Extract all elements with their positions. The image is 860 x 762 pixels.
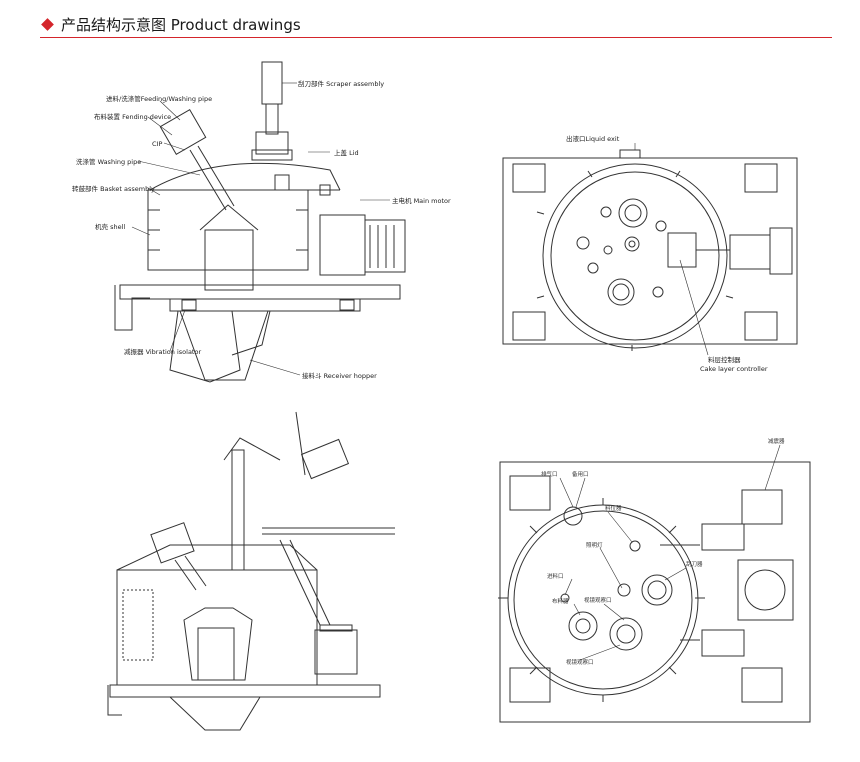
label-l5: 进料口: [547, 572, 564, 580]
leader-lines-4: [559, 444, 781, 661]
label-vibration: 减振器 Vibration isolator: [124, 347, 201, 356]
label-shell: 机壳 shell: [95, 222, 125, 231]
drawing-top-plan: [502, 149, 798, 351]
label-l7: 视镜观察口: [584, 596, 612, 604]
label-top-right: 减震器: [768, 437, 785, 445]
label-l4: 照明灯: [586, 541, 603, 549]
label-l8: 刮刀器: [686, 560, 703, 568]
label-l1: 排气口: [541, 470, 558, 478]
drawing-detailed-plan: [498, 461, 811, 723]
label-l2: 备用口: [572, 470, 589, 478]
drawing-side-elevation: [114, 61, 406, 383]
leader-lines-2: [634, 143, 709, 356]
label-l3: 料位器: [605, 504, 622, 512]
label-l6: 布料器: [552, 597, 569, 605]
label-fending: 布料装置 Fending device: [94, 112, 171, 121]
label-main-motor: 主电机 Main motor: [392, 196, 451, 205]
label-liquid-exit: 出液口Liquid exit: [566, 134, 620, 143]
header-divider: [40, 37, 832, 38]
label-basket: 转鼓部件 Basket assembly: [72, 184, 155, 193]
leader-lines-1: [131, 82, 390, 376]
label-hopper: 接料斗 Receiver hopper: [302, 371, 377, 380]
label-feeding-pipe: 进料/洗涤管Feeding/Washing pipe: [106, 94, 212, 103]
section-header: 产品结构示意图 Product drawings: [41, 12, 301, 36]
label-l9: 视镜观察口: [566, 658, 594, 666]
page-title: 产品结构示意图 Product drawings: [61, 15, 301, 34]
label-cake-en: Cake layer controller: [700, 365, 768, 373]
label-lid: 上盖 Lid: [334, 148, 359, 157]
label-washing-pipe: 洗涤管 Washing pipe: [76, 157, 141, 166]
label-cip: CIP: [152, 140, 162, 148]
drawing-section-view: [107, 411, 395, 731]
label-scraper: 刮刀部件 Scraper assembly: [298, 79, 384, 88]
label-cake-cn: 料层控制器: [708, 355, 741, 364]
